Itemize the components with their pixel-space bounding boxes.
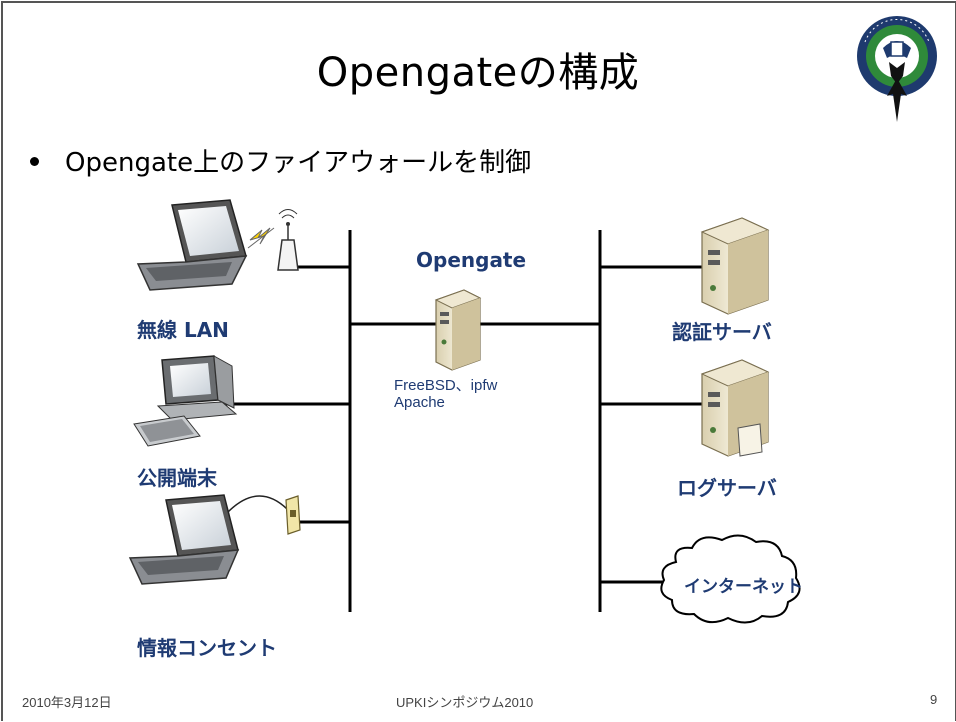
footer-date: 2010年3月12日 — [22, 695, 112, 710]
auth-server-icon — [700, 217, 770, 315]
bullet-dot — [30, 157, 39, 166]
saga-university-seal-logo — [857, 16, 937, 122]
info-outlet-label: 情報コンセント — [137, 636, 277, 660]
bullet-item: Opengate上のファイアウォールを制御 — [30, 142, 531, 179]
network-cable — [227, 495, 291, 513]
wireless-lan-label: 無線 LAN — [137, 318, 229, 342]
footer-event: UPKIシンポジウム2010 — [396, 695, 534, 710]
internet-label: インターネット — [684, 577, 803, 597]
wireless-access-point-icon — [277, 209, 299, 271]
auth-server-label: 認証サーバ — [672, 320, 772, 344]
opengate-os-label: FreeBSD、ipfw — [394, 377, 498, 394]
desktop-computer-icon — [133, 355, 238, 447]
log-server-icon — [700, 359, 770, 457]
opengate-app-label: Apache — [394, 394, 445, 411]
public-terminal-label: 公開端末 — [137, 466, 217, 490]
opengate-label: Opengate — [416, 248, 527, 272]
network-outlet-icon — [285, 495, 301, 535]
opengate-server-icon — [434, 289, 482, 371]
bullet-text: Opengate上のファイアウォールを制御 — [65, 148, 532, 178]
wireless-laptop-icon — [136, 199, 248, 291]
internet-cloud-icon — [660, 534, 801, 624]
wireless-signal-icon — [247, 227, 275, 249]
page-number: 9 — [930, 692, 938, 707]
slide-title: Opengateの構成 — [316, 50, 640, 96]
log-server-label: ログサーバ — [677, 476, 777, 500]
outlet-laptop-icon — [128, 494, 240, 585]
